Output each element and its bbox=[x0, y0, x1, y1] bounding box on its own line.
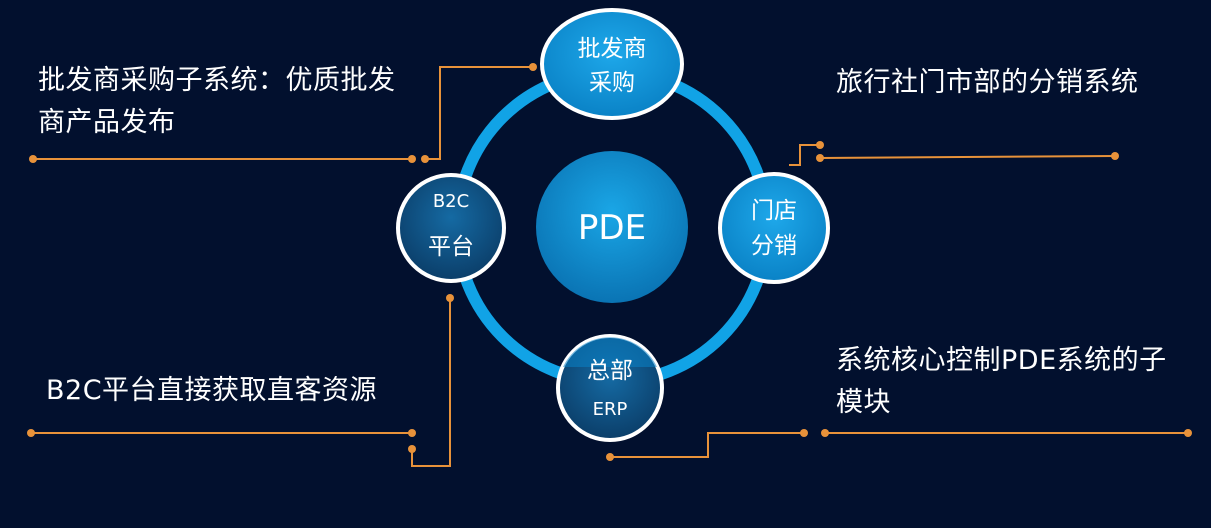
node-store: 门店 分销 bbox=[718, 172, 830, 284]
dot bbox=[1111, 152, 1119, 160]
dot bbox=[529, 63, 537, 71]
node-hq: 总部 ERP bbox=[556, 334, 664, 442]
node-b2c-line2: 平台 bbox=[428, 234, 474, 260]
dot bbox=[408, 429, 416, 437]
connector-hq bbox=[610, 432, 804, 458]
dot bbox=[408, 155, 416, 163]
node-hq-line2: ERP bbox=[593, 399, 628, 420]
connector-dots bbox=[27, 63, 1192, 461]
desc-hq: 系统核心控制PDE系统的子 模块 bbox=[836, 340, 1196, 424]
dot bbox=[408, 445, 416, 453]
dot bbox=[816, 141, 824, 149]
node-b2c: B2C 平台 bbox=[396, 173, 506, 283]
connector-b2c-bracket bbox=[411, 298, 451, 467]
connector-store-line bbox=[819, 155, 1116, 159]
dot bbox=[606, 453, 614, 461]
node-wholesale-line2: 采购 bbox=[589, 70, 635, 96]
dot bbox=[816, 154, 824, 162]
connectors bbox=[31, 66, 1188, 467]
desc-hq-line2: 模块 bbox=[836, 387, 891, 418]
dot bbox=[29, 155, 37, 163]
dot bbox=[821, 429, 829, 437]
desc-store-line1: 旅行社门市部的分销系统 bbox=[836, 67, 1139, 98]
center-node bbox=[536, 151, 688, 303]
node-wholesale-line1: 批发商 bbox=[578, 36, 647, 62]
connector-wholesale-bracket bbox=[425, 66, 533, 160]
node-store-line1: 门店 bbox=[751, 198, 797, 224]
desc-b2c: B2C平台直接获取直客资源 bbox=[46, 370, 406, 412]
desc-wholesale: 批发商采购子系统：优质批发 商产品发布 bbox=[38, 60, 418, 144]
node-b2c-line1: B2C bbox=[433, 191, 469, 212]
desc-wholesale-line1: 批发商采购子系统：优质批发 bbox=[38, 65, 396, 96]
desc-hq-line1: 系统核心控制PDE系统的子 bbox=[836, 345, 1167, 376]
node-hq-line1: 总部 bbox=[587, 358, 633, 384]
center-label: PDE bbox=[578, 208, 646, 248]
connector-store bbox=[789, 144, 820, 166]
dot bbox=[800, 429, 808, 437]
node-wholesale: 批发商 采购 bbox=[540, 8, 684, 120]
desc-store: 旅行社门市部的分销系统 bbox=[836, 62, 1196, 104]
dot bbox=[421, 155, 429, 163]
dot bbox=[446, 294, 454, 302]
dot bbox=[1184, 429, 1192, 437]
dot bbox=[27, 429, 35, 437]
desc-wholesale-line2: 商产品发布 bbox=[38, 107, 176, 138]
desc-b2c-line1: B2C平台直接获取直客资源 bbox=[46, 375, 378, 406]
node-store-line2: 分销 bbox=[751, 233, 797, 259]
